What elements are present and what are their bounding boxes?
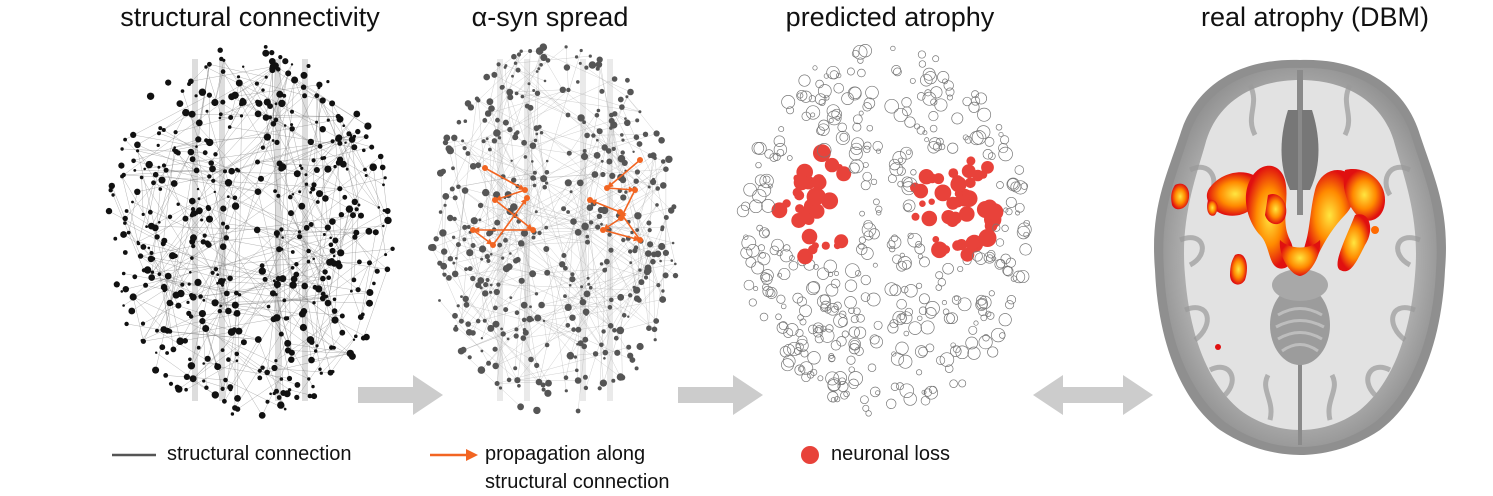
panel-title-structural-connectivity: structural connectivity	[120, 2, 380, 32]
atrophy-node-map	[736, 44, 1032, 417]
structural-connectivity-network	[100, 40, 400, 420]
panel-title-real-atrophy: real atrophy (DBM)	[1200, 2, 1430, 32]
legend-label-connection: structural connection	[167, 443, 352, 465]
legend-label-propagation-line2: structural connection	[485, 471, 670, 493]
nodes	[105, 45, 395, 419]
alpha-syn-spread-network	[425, 40, 685, 420]
real-atrophy-mri-slice	[1150, 40, 1450, 460]
edges	[108, 58, 393, 416]
neuronal-loss-dot-icon	[801, 446, 819, 464]
legend-label-neuronal-loss: neuronal loss	[831, 443, 950, 465]
propagation-arrow-icon	[430, 449, 478, 461]
legend-label-propagation-line1: propagation along	[485, 443, 646, 465]
right-arrow-1	[358, 375, 443, 415]
spread-graph	[428, 43, 679, 415]
mri-image	[1154, 59, 1446, 455]
panel-title-predicted-atrophy: predicted atrophy	[785, 2, 995, 32]
predicted-atrophy-map	[735, 40, 1035, 420]
right-arrow-2	[678, 375, 763, 415]
propagation-paths	[470, 157, 643, 248]
atrophy-nodes	[736, 44, 1032, 417]
connectivity-graph	[105, 45, 395, 419]
connection-line-icon	[112, 453, 156, 457]
double-arrow	[1033, 375, 1153, 415]
nodes	[428, 43, 679, 415]
panel-title-alpha-syn-spread: α-syn spread	[471, 2, 629, 32]
